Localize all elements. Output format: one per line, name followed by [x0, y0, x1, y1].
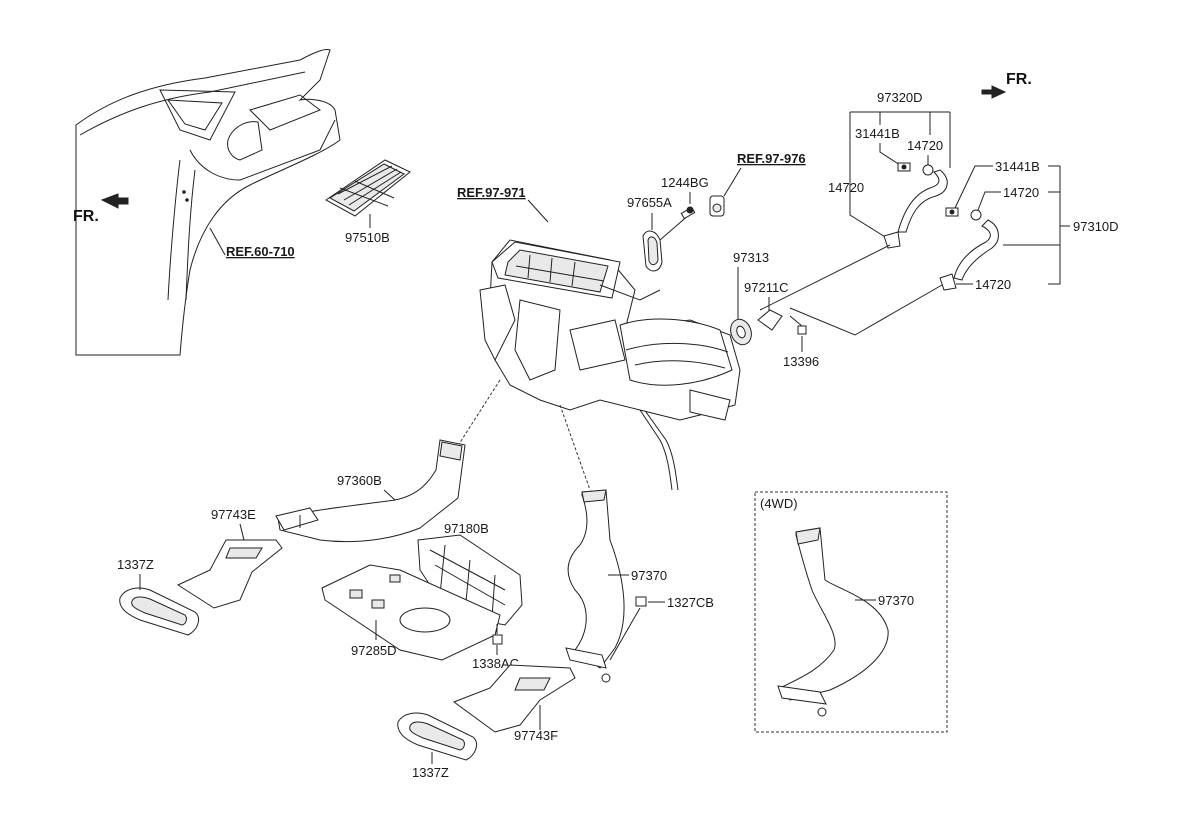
label-13396: 13396	[783, 354, 819, 369]
ref-60-710: REF.60-710	[226, 244, 295, 259]
clamp-14720-c	[970, 209, 982, 221]
label-97655A: 97655A	[627, 195, 672, 210]
grille-1337Z-b	[397, 712, 477, 761]
label-1327CB: 1327CB	[667, 595, 714, 610]
label-97211C: 97211C	[744, 280, 789, 295]
label-97360B: 97360B	[337, 473, 382, 488]
cover-97285D	[321, 564, 501, 661]
front-arrow-right	[981, 85, 1007, 99]
label-97180B: 97180B	[444, 521, 489, 536]
label-14720-d: 14720	[975, 277, 1011, 292]
label-97320D: 97320D	[877, 90, 923, 105]
label-97370-b: 97370	[878, 593, 914, 608]
label-1337Z-a: 1337Z	[117, 557, 154, 572]
label-14720-c: 14720	[1003, 185, 1039, 200]
label-14720-a: 14720	[907, 138, 943, 153]
label-97313: 97313	[733, 250, 769, 265]
label-97310D: 97310D	[1073, 219, 1119, 234]
connector-31441B-b	[945, 207, 959, 217]
fr-label-right: FR.	[1006, 71, 1032, 88]
variant-box-4wd	[754, 491, 948, 733]
nut-1338AC	[492, 634, 503, 645]
duct-97370-a	[565, 489, 625, 683]
duct-97360B	[275, 439, 466, 543]
hose-97320D	[897, 169, 948, 233]
vent-97510B	[325, 159, 411, 217]
ref-97-971: REF.97-971	[457, 185, 526, 200]
label-31441B-a: 31441B	[855, 126, 900, 141]
label-97370-a: 97370	[631, 568, 667, 583]
label-1338AC: 1338AC	[472, 656, 519, 671]
label-1244BG: 1244BG	[661, 175, 709, 190]
front-arrow-left	[100, 193, 129, 209]
label-31441B-b: 31441B	[995, 159, 1040, 174]
seal-97313	[730, 318, 752, 346]
clamp-14720-a	[922, 164, 934, 176]
hose-97310D	[953, 219, 999, 281]
label-97743F: 97743F	[514, 728, 558, 743]
hvac-unit	[479, 239, 741, 491]
clamp-14720-b	[883, 231, 901, 249]
plate-97211C	[757, 309, 783, 331]
body-side-panel	[75, 49, 341, 356]
duct-97370-b	[777, 527, 889, 717]
connector-31441B-a	[897, 162, 911, 172]
label-97743E: 97743E	[211, 507, 256, 522]
label-1337Z-b: 1337Z	[412, 765, 449, 780]
label-14720-b: 14720	[828, 180, 864, 195]
duct-97743E	[176, 539, 283, 609]
ref-97-976: REF.97-976	[737, 151, 806, 166]
fr-label-left: FR.	[73, 208, 99, 225]
duct-97743F	[452, 664, 576, 733]
grille-1337Z-a	[119, 587, 199, 636]
variant-label: (4WD)	[760, 496, 798, 511]
clamp-14720-d	[939, 273, 957, 291]
nut-13396	[797, 325, 807, 335]
bolt-1327CB	[635, 596, 647, 607]
screw-1244BG	[680, 206, 696, 220]
label-97285D: 97285D	[351, 643, 397, 658]
grommet-97655A	[642, 230, 663, 272]
sensor-ref-97-976	[709, 195, 725, 217]
label-97510B: 97510B	[345, 230, 390, 245]
